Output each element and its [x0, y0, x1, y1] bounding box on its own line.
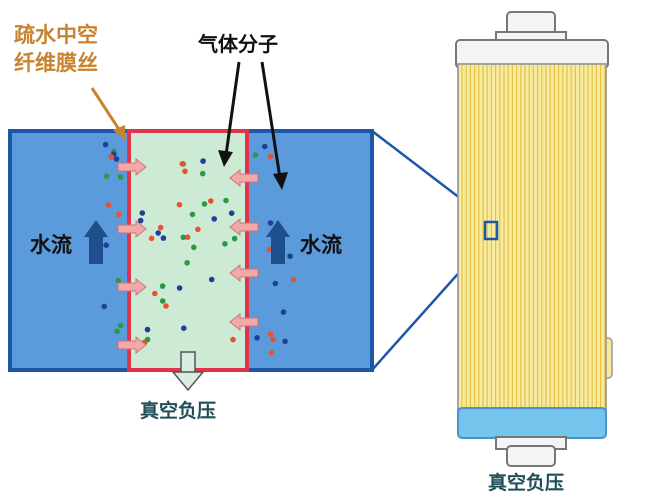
gas-molecule	[163, 303, 169, 309]
gas-molecule	[231, 235, 238, 242]
bottom-cap	[457, 407, 607, 439]
gas-molecule	[176, 201, 183, 208]
gas-molecule	[268, 350, 275, 356]
permeation-arrow	[229, 168, 259, 188]
gas-molecule	[211, 216, 217, 222]
gas-molecule	[103, 242, 109, 248]
gas-molecule	[108, 154, 114, 160]
gas-molecule	[191, 244, 197, 251]
gas-molecule	[267, 331, 274, 337]
gas-molecule	[159, 298, 166, 304]
permeation-arrow	[117, 157, 147, 177]
gas-molecule	[102, 141, 109, 148]
gas-pointer-arrows	[218, 61, 288, 190]
gas-molecule	[155, 230, 161, 236]
gas-molecule	[195, 226, 201, 233]
gas-molecules-label: 气体分子	[198, 32, 278, 56]
gas-molecule	[267, 220, 274, 226]
gas-molecule	[200, 158, 206, 164]
permeation-arrow	[229, 217, 259, 237]
vacuum-label-left: 真空负压	[140, 400, 217, 422]
gas-molecule	[148, 235, 155, 242]
gas-molecule	[287, 253, 293, 259]
gas-molecule	[282, 338, 288, 345]
gas-molecule	[262, 143, 268, 150]
gas-molecule	[254, 335, 260, 341]
gas-molecule	[115, 277, 122, 284]
bottom-port	[506, 445, 556, 467]
gas-molecule	[113, 156, 120, 162]
gas-molecule	[199, 170, 206, 177]
gas-molecule	[208, 198, 214, 204]
gas-molecule	[252, 152, 259, 158]
gas-molecule	[137, 217, 144, 224]
zoom-marker	[483, 220, 499, 241]
gas-molecule	[152, 290, 158, 297]
gas-molecule	[280, 309, 287, 315]
permeation-arrow	[117, 219, 147, 239]
gas-molecule	[201, 201, 208, 207]
gas-molecule	[267, 153, 274, 160]
gas-molecule	[114, 328, 120, 335]
gas-molecule	[176, 285, 183, 291]
gas-molecule	[160, 235, 167, 241]
gas-molecules	[101, 141, 297, 356]
fiber-lumen	[129, 131, 247, 370]
permeation-arrows	[117, 157, 259, 355]
gas-molecule	[272, 280, 279, 287]
gas-molecule	[222, 241, 228, 247]
water-flow-label-left: 水流	[30, 233, 72, 257]
gas-molecule	[184, 260, 190, 266]
water-flow-arrow-left	[84, 220, 108, 264]
fiber-label-line2: 纤维膜丝	[14, 51, 98, 75]
gas-molecule	[117, 322, 124, 329]
gas-molecule	[144, 336, 151, 343]
gas-molecule	[144, 326, 151, 333]
gas-molecule	[290, 276, 297, 283]
gas-molecule	[116, 211, 122, 218]
gas-molecule	[139, 210, 146, 216]
gas-molecule	[103, 173, 110, 179]
water-flow-arrow-right	[266, 220, 290, 264]
gas-molecule	[184, 234, 191, 240]
gas-molecule	[223, 197, 229, 204]
fiber-label-line1: 疏水中空	[14, 23, 98, 47]
gas-molecule	[270, 336, 276, 343]
gas-molecule	[228, 210, 235, 216]
vacuum-label-right: 真空负压	[488, 472, 565, 494]
gas-molecule	[180, 234, 187, 241]
fiber-pointer-arrow	[90, 87, 126, 141]
gas-molecule	[182, 168, 188, 175]
permeation-arrow	[229, 263, 259, 283]
gas-molecule	[181, 325, 187, 332]
gas-molecule	[101, 303, 107, 310]
membrane-cartridge	[455, 11, 613, 467]
gas-molecule	[117, 174, 124, 180]
permeation-arrow	[229, 312, 259, 332]
vacuum-outlet-arrow	[171, 351, 205, 392]
gas-molecule	[230, 336, 236, 343]
gas-molecule	[105, 202, 112, 208]
gas-molecule	[189, 211, 196, 218]
gas-molecule	[208, 276, 215, 283]
gas-molecule	[266, 246, 273, 253]
gas-molecule	[179, 161, 186, 167]
gas-molecule	[159, 283, 166, 289]
permeation-arrow	[117, 335, 147, 355]
permeation-arrow	[117, 277, 147, 297]
water-flow-label-right: 水流	[300, 233, 342, 257]
gas-molecule	[157, 224, 164, 231]
